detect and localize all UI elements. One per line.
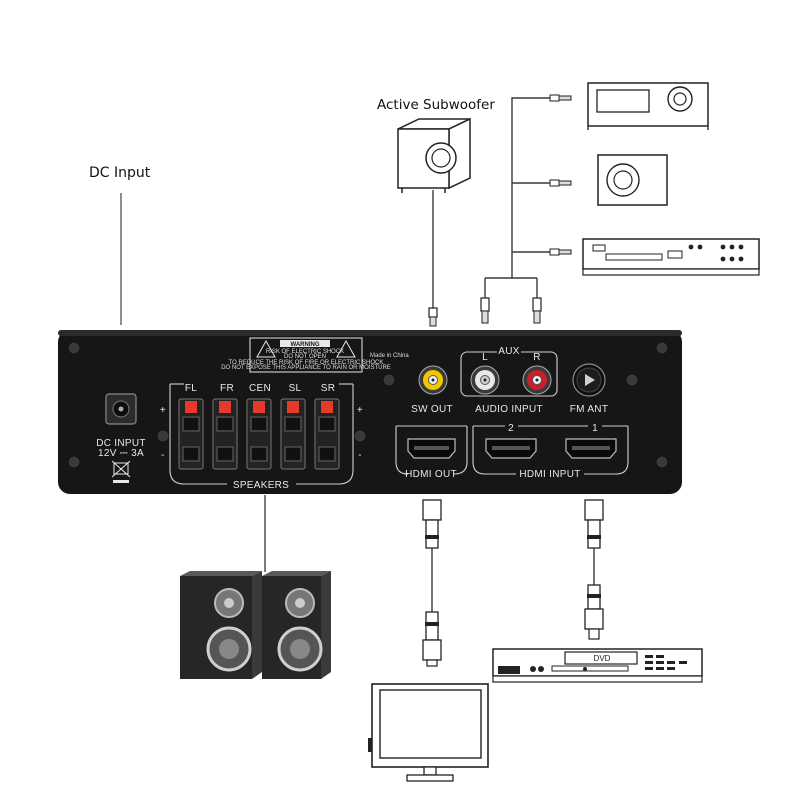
speaker-terminal-fr[interactable] xyxy=(212,398,238,470)
sw-out-label: SW OUT xyxy=(411,404,453,415)
svg-text:TO REDUCE THE RISK OF FIRE OR: TO REDUCE THE RISK OF FIRE OR ELECTRIC S… xyxy=(229,360,384,366)
plus-label: + xyxy=(357,405,363,416)
speakers-label: SPEAKERS xyxy=(233,480,289,491)
svg-text:RISK OF ELECTRIC SHOCK: RISK OF ELECTRIC SHOCK xyxy=(266,349,344,355)
hdmi-cable-to-tv xyxy=(422,499,442,667)
media-player-device-2 xyxy=(597,154,668,206)
device-connector-plugs xyxy=(549,94,572,256)
fm-antenna-jack[interactable] xyxy=(572,363,606,397)
aux-label: AUX xyxy=(498,346,519,357)
screw-icon xyxy=(625,373,639,387)
dvd-badge: DVD xyxy=(594,654,611,663)
hdmi-out-label: HDMI OUT xyxy=(405,469,457,480)
screw-icon xyxy=(156,429,170,443)
weee-bin-icon xyxy=(111,460,131,483)
media-player-device-3 xyxy=(582,238,760,276)
fm-ant-label: FM ANT xyxy=(570,404,608,415)
screw-icon xyxy=(67,341,81,355)
channel-label-fl: FL xyxy=(185,383,197,394)
dc-input-label: DC Input xyxy=(89,165,151,181)
audio-input-label: AUDIO INPUT xyxy=(475,404,543,415)
speaker-terminal-fl[interactable] xyxy=(178,398,204,470)
hdmi-in-1-label: 1 xyxy=(592,423,598,434)
aux-cable-bus xyxy=(484,97,550,300)
hdmi-in-2-label: 2 xyxy=(508,423,514,434)
television-illustration xyxy=(368,683,489,782)
channel-label-sl: SL xyxy=(289,383,302,394)
channel-label-cen: CEN xyxy=(249,383,271,394)
speaker-terminal-sr[interactable] xyxy=(314,398,340,470)
subwoofer-illustration xyxy=(397,117,471,193)
aux-r-jack[interactable] xyxy=(522,365,552,395)
bookshelf-speaker-left xyxy=(180,571,262,679)
aux-input-plugs xyxy=(480,297,542,324)
channel-label-sr: SR xyxy=(321,383,336,394)
minus-label: - xyxy=(358,450,362,461)
speaker-terminal-cen[interactable] xyxy=(246,398,272,470)
hdmi-cable-to-dvd xyxy=(584,499,604,640)
screw-icon xyxy=(655,455,669,469)
bookshelf-speaker-right xyxy=(262,571,331,679)
warning-label: WARNING RISK OF ELECTRIC SHOCK DO NOT OP… xyxy=(221,337,391,373)
svg-text:DO NOT OPEN: DO NOT OPEN xyxy=(284,354,326,360)
svg-text:DO NOT EXPOSE THIS APPLIANCE T: DO NOT EXPOSE THIS APPLIANCE TO RAIN OR … xyxy=(221,365,391,371)
hdmi-input-1-port[interactable] xyxy=(565,438,617,459)
warning-triangle-icon xyxy=(256,339,276,358)
made-in-label: Made in China xyxy=(370,353,409,359)
active-subwoofer-label: Active Subwoofer xyxy=(377,97,495,113)
svg-text:WARNING: WARNING xyxy=(291,342,320,348)
subwoofer-rca-plug xyxy=(428,307,438,327)
hdmi-out-bracket xyxy=(395,426,468,475)
plus-label: + xyxy=(160,405,166,416)
screw-icon xyxy=(353,429,367,443)
aux-l-jack[interactable] xyxy=(470,365,500,395)
dc-input-rating: 12V ⎓ 3A xyxy=(98,448,144,459)
media-player-device-1 xyxy=(587,82,709,130)
sw-out-jack[interactable] xyxy=(418,365,448,395)
minus-label: - xyxy=(161,450,165,461)
dvd-player-illustration: DVD xyxy=(492,648,703,683)
screw-icon xyxy=(382,373,396,387)
warning-triangle-icon xyxy=(336,339,356,358)
screw-icon xyxy=(67,455,81,469)
screw-icon xyxy=(655,341,669,355)
hdmi-out-port[interactable] xyxy=(407,438,456,459)
dc-input-jack[interactable] xyxy=(105,393,137,425)
speakers-bracket xyxy=(169,384,354,485)
amplifier-rear-panel: WARNING RISK OF ELECTRIC SHOCK DO NOT OP… xyxy=(58,330,682,494)
aux-l-label: L xyxy=(482,352,488,363)
hdmi-input-2-port[interactable] xyxy=(485,438,537,459)
channel-label-fr: FR xyxy=(220,383,234,394)
hdmi-input-label: HDMI INPUT xyxy=(519,469,580,480)
aux-r-label: R xyxy=(533,352,541,363)
speaker-terminal-sl[interactable] xyxy=(280,398,306,470)
hdmi-input-bracket xyxy=(472,426,629,475)
dc-input-panel-label: DC INPUT xyxy=(96,438,146,449)
